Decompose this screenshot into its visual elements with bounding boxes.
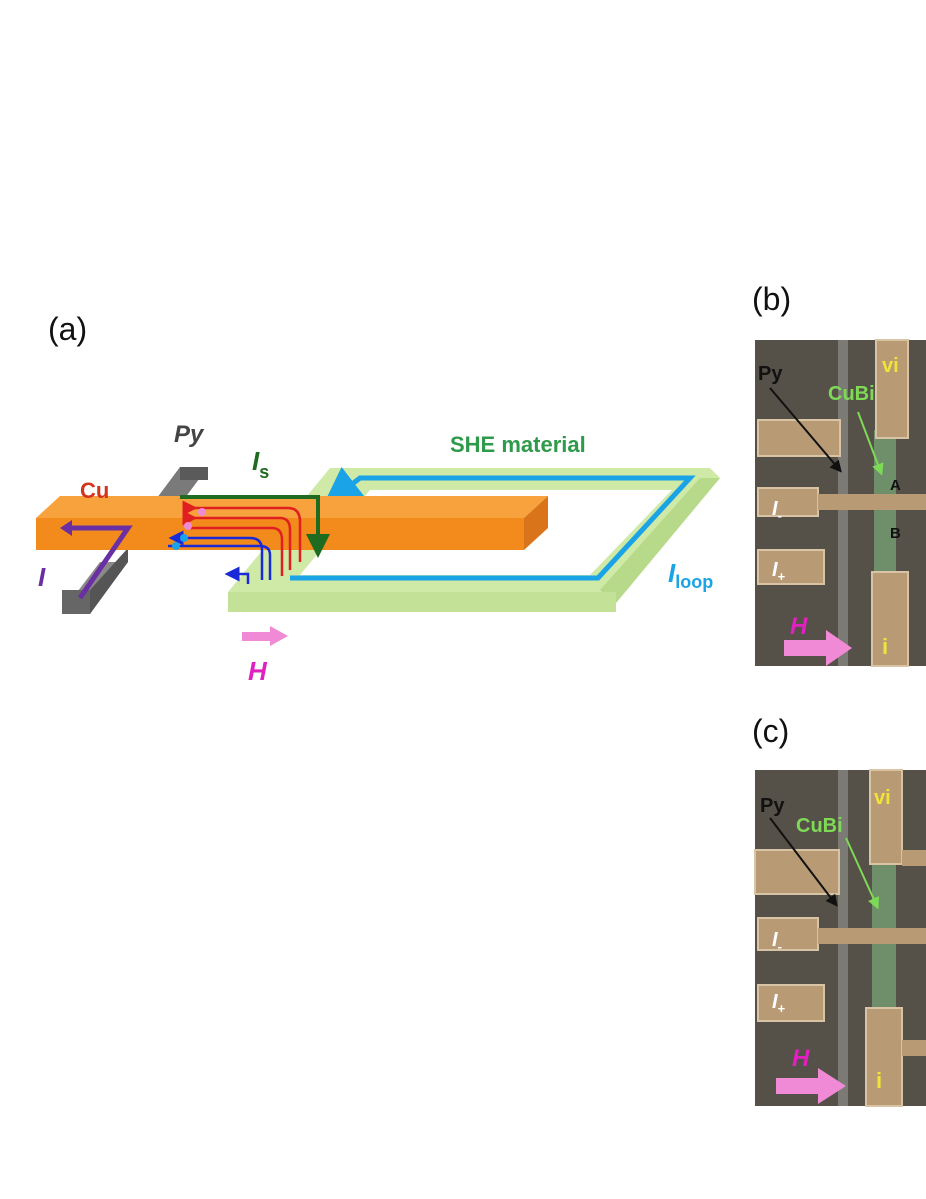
point-a-label: A [890,477,901,494]
blue-spin-arrows [168,530,272,584]
vi-label-b: vi [882,355,899,377]
spin-symbols [172,508,206,550]
panel-a: (a) [36,311,720,686]
field-label: H [248,656,268,686]
panel-c: (c) Py CuBi vi I- I+ H i [752,713,926,1107]
py-label-c: Py [760,795,785,817]
field-arrow [242,626,288,646]
py-label: Py [174,421,205,448]
i-minus-label-b: I- [772,498,782,523]
panel-c-label: (c) [752,713,789,749]
micrograph-b [755,339,926,667]
loop-current-path [290,466,696,581]
i-minus-label-c: I- [772,929,782,954]
i-plus-label-c: I+ [772,991,786,1016]
cubi-label-c: CuBi [796,815,843,837]
is-label: Is [252,446,269,482]
she-material-label: SHE material [450,432,586,457]
micrograph-c [754,769,926,1107]
cu-bar [36,496,548,550]
panel-b-label: (b) [752,281,791,317]
cubi-label-b: CuBi [828,383,875,405]
red-spin-arrows [182,500,302,576]
vi-label-c: vi [874,787,891,809]
field-label-b: H [790,613,808,640]
point-b-label: B [890,525,901,542]
py-label-b: Py [758,363,783,385]
cu-label: Cu [80,478,109,503]
i-label-b: i [882,634,888,659]
iloop-label: Iloop [668,558,713,592]
panel-b: (b) Py CuBi vi A B I- I+ H i [752,281,926,667]
charge-current-arrow [72,525,133,600]
current-label: I [38,562,46,592]
py-bar [62,467,208,614]
charge-current-arrowhead [60,520,72,536]
field-label-c: H [792,1045,810,1072]
spin-current-arrow [180,495,330,558]
i-label-c: i [876,1068,882,1093]
panel-a-label: (a) [48,311,87,347]
i-plus-label-b: I+ [772,559,786,584]
